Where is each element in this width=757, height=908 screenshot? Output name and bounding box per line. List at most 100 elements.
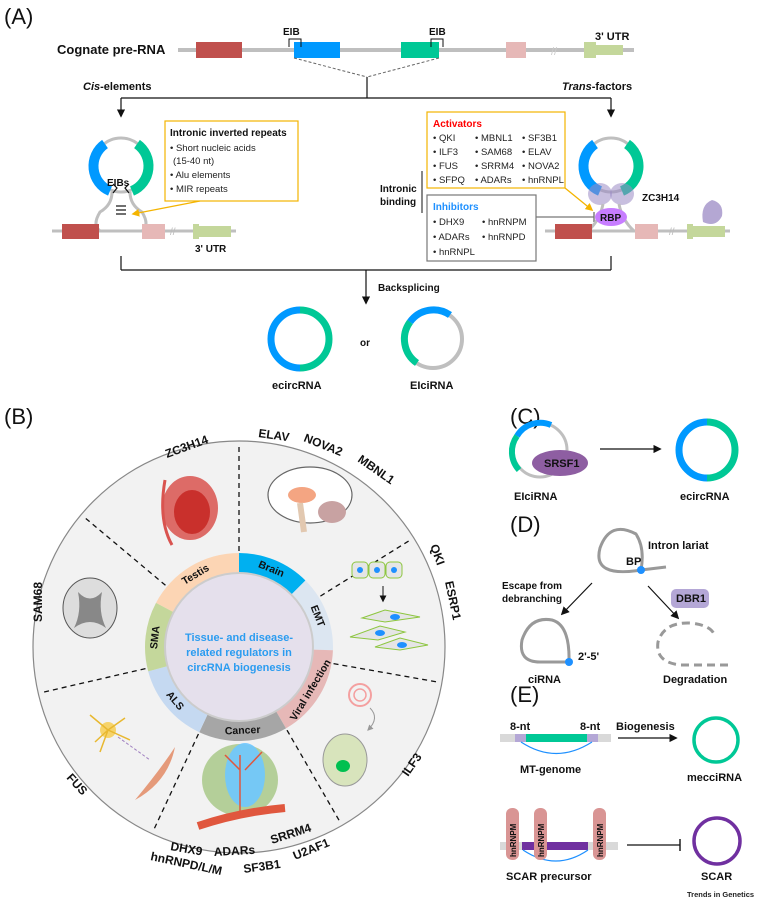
activator-item: • ILF3 (433, 147, 458, 158)
eib-left-bracket (288, 38, 302, 47)
activator-item: • ELAV (522, 147, 552, 158)
intron-lariat-pathway: BP Intron lariat Escape from debranching… (502, 527, 728, 686)
degradation-label: Degradation (663, 674, 727, 686)
iir-item: • Alu elements (170, 170, 231, 181)
tumor-illustration (196, 743, 286, 830)
escape-label: debranching (502, 594, 562, 605)
iir-title: Intronic inverted repeats (170, 128, 287, 139)
ring-segment-sma (145, 602, 174, 672)
iir-item: (15-40 nt) (173, 156, 214, 167)
inhibitor-item: • hnRNPD (482, 232, 526, 243)
nt-right-label: 8-nt (580, 721, 601, 733)
hnrnpm-block (534, 808, 547, 860)
mt-genome-segment (526, 734, 587, 742)
meccirna-label: mecciRNA (687, 772, 742, 784)
backsplicing-connector (120, 256, 612, 305)
panel-label-b: (B) (4, 404, 33, 429)
ring-label-sma: SMA (148, 625, 163, 650)
activators-title: Activators (433, 119, 482, 130)
activator-item: • SAM68 (475, 147, 512, 158)
iir-item: • MIR repeats (170, 184, 228, 195)
rbp-ellipse (595, 208, 627, 226)
outer-label-esrp1: ESRP1 (442, 580, 464, 622)
srsf1-label: SRSF1 (544, 458, 579, 470)
panel-label-a: (A) (4, 4, 33, 29)
eib-right-bracket (430, 38, 444, 47)
ring-segment-emt (291, 580, 333, 651)
inhibitor-item: • ADARs (433, 232, 470, 243)
eib-left-label: EIB (283, 27, 300, 38)
testis-illustration (161, 476, 218, 546)
sector-divider (152, 733, 200, 833)
svg-text://: // (170, 227, 176, 238)
svg-text://: // (669, 227, 675, 238)
activator-item: • SF3B1 (522, 133, 557, 144)
hnrnpm-block (506, 808, 519, 860)
outer-label-sf3b1: SF3B1 (242, 857, 281, 876)
ring-segment-testis (156, 553, 239, 613)
protein-blob (588, 183, 612, 205)
elcirna-label: EIciRNA (410, 380, 453, 392)
zc3h14-label: ZC3H14 (642, 193, 680, 204)
dbr1-label: DBR1 (676, 593, 706, 605)
emt-illustration (349, 561, 429, 651)
ecircrna-label: ecircRNA (272, 380, 322, 392)
exon-blue (294, 42, 340, 58)
intronic-binding-label: binding (380, 197, 416, 208)
panel-label-d: (D) (510, 512, 541, 537)
virus-illustration (322, 683, 375, 787)
eib-right-label: EIB (429, 27, 446, 38)
exon-red (196, 42, 242, 58)
center-text: Tissue- and disease- (185, 632, 293, 644)
break-mark: // (551, 46, 558, 58)
sector-divider (286, 729, 342, 824)
dashed-line-right (366, 57, 440, 78)
ring-segment-viral-infection (276, 649, 333, 729)
activator-item: • SFPQ (433, 175, 465, 186)
cis-trans-connector (116, 77, 616, 118)
hnrnpm-block (593, 808, 606, 860)
scar-pathway: hnRNPM hnRNPM hnRNPM SCAR precursor SCAR (500, 808, 742, 883)
protein-blob (702, 200, 723, 224)
utr-box-start (584, 42, 596, 58)
cis-elements-label: Cis-elements (83, 81, 151, 93)
exon-pink-left (142, 224, 165, 239)
utr-top-label: 3' UTR (595, 31, 629, 43)
bp-label: BP (626, 556, 641, 568)
cognate-pre-rna: Cognate pre-RNA // 3' UTR EIB EIB (57, 27, 634, 78)
activators-list: • QKI • MBNL1 • SF3B1 • ILF3 • SAM68 • E… (433, 133, 564, 186)
activator-item: • NOVA2 (522, 161, 559, 172)
inhibitor-item: • DHX9 (433, 217, 464, 228)
ecircrna-product: ecircRNA (267, 306, 333, 392)
meccirna-pathway: 8-nt 8-nt MT-genome Biogenesis mecciRNA (500, 716, 742, 784)
utr-box (596, 45, 623, 55)
exon-green-arc (129, 139, 154, 196)
srsf1-ellipse (532, 450, 588, 476)
neuron-muscle-illustration (89, 714, 175, 800)
inhibitors-box: Inhibitors • DHX9 • hnRNPM • ADARs • hnR… (426, 194, 595, 262)
ring-label-cancer: Cancer (225, 724, 261, 738)
center-disc (164, 572, 314, 722)
activator-item: • hnRNPL (522, 175, 564, 186)
trans-factors-label: Trans-factors (562, 81, 632, 93)
panel-label-e: (E) (510, 682, 539, 707)
activators-box: Activators • QKI • MBNL1 • SF3B1 • ILF3 … (426, 111, 594, 211)
outer-label-adars: ADARs (213, 843, 255, 859)
activator-item: • MBNL1 (475, 133, 513, 144)
outer-label-dhx9: DHX9 (169, 839, 203, 858)
journal-footer: Trends in Genetics (687, 890, 754, 899)
mt-genome-label: MT-genome (520, 764, 581, 776)
degraded-shape (656, 621, 728, 667)
ring-segment-brain (239, 553, 306, 595)
inhibitor-item: • hnRNPM (482, 217, 527, 228)
eibs-label: EIBs (107, 178, 130, 189)
escape-label: Escape from (502, 581, 562, 592)
trans-loop-diagram: RBP ZC3H14 // (545, 136, 730, 239)
iir-item: • Short nucleic acids (170, 143, 256, 154)
elcirna-label-c: EIciRNA (514, 491, 557, 503)
activator-item: • FUS (433, 161, 458, 172)
biogenesis-label: Biogenesis (616, 721, 675, 733)
elcirna-to-ecircrna: SRSF1 EIciRNA ecircRNA (508, 418, 739, 503)
activator-item: • SRRM4 (475, 161, 514, 172)
